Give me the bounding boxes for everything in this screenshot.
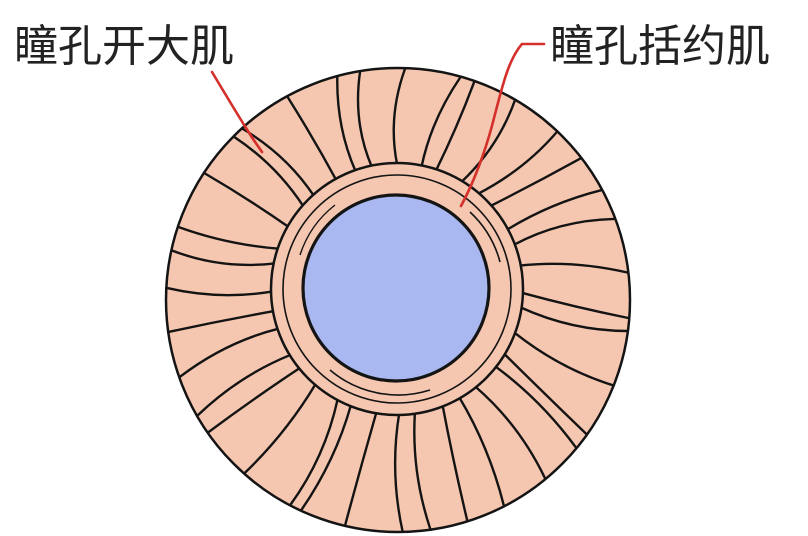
dilator-fiber: [392, 67, 407, 166]
dilator-fiber: [393, 412, 404, 533]
dilator-fiber: [513, 331, 614, 387]
dilator-fiber: [336, 75, 357, 173]
dilator-fiber: [512, 217, 616, 246]
dilator-fiber: [203, 172, 290, 229]
label-sphincter-muscle: 瞳孔括约肌: [550, 21, 770, 72]
dilator-fiber: [441, 404, 469, 522]
dilator-fiber: [434, 80, 476, 172]
dilator-fiber: [520, 291, 630, 320]
dilator-fiber: [289, 397, 339, 506]
sphincter-fiber-arc: [299, 204, 336, 256]
dilator-fiber: [420, 76, 462, 168]
sphincter-fiber-circle: [282, 174, 512, 404]
sphincter-muscle-fibers: [282, 174, 512, 404]
dilator-fiber: [243, 382, 317, 475]
dilator-fiber: [518, 262, 629, 274]
dilator-fiber: [474, 385, 547, 480]
dilator-muscle-fibers: [166, 67, 630, 533]
sphincter-leader-line: [459, 42, 546, 208]
dilator-fiber: [505, 189, 603, 231]
dilator-fiber: [171, 249, 276, 267]
dilator-fiber: [207, 366, 302, 434]
dilator-fiber: [178, 327, 280, 378]
dilator-fiber: [166, 286, 274, 297]
pupil: [301, 193, 491, 383]
dilator-fiber: [460, 99, 516, 184]
dilator-fiber: [344, 411, 378, 527]
dilator-fiber: [196, 353, 292, 417]
dilator-fiber: [286, 95, 338, 181]
dilator-fiber: [519, 306, 629, 333]
dilator-fiber: [476, 130, 558, 195]
dilator-fiber: [494, 365, 578, 449]
dilator-fiber: [502, 352, 588, 436]
dilator-fiber: [458, 396, 505, 507]
dilator-fiber: [356, 70, 373, 168]
sphincter-fiber-arc: [469, 211, 501, 263]
dilator-fiber: [233, 135, 305, 208]
label-dilator-muscle: 瞳孔开大肌: [14, 21, 234, 72]
sphincter-fiber-arc: [329, 369, 431, 396]
dilator-leader-line: [210, 70, 264, 154]
dilator-fiber: [177, 225, 280, 250]
dilator-fiber: [413, 411, 432, 530]
dilator-fiber: [489, 157, 582, 208]
dilator-fiber: [300, 404, 353, 512]
dilator-fiber: [168, 309, 276, 333]
